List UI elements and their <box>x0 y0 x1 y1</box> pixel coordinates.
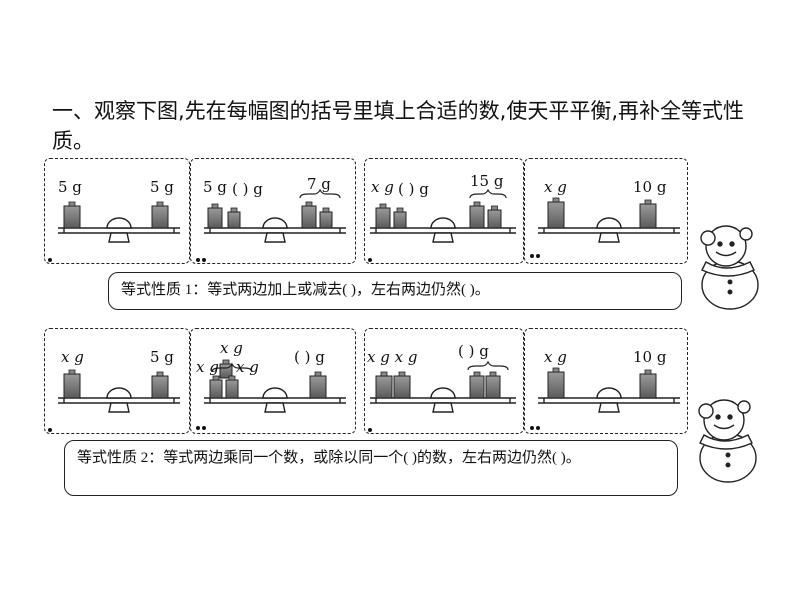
weight-block-icon <box>225 375 239 399</box>
weight-block-icon <box>301 201 317 229</box>
blank-label: ( ) g <box>398 180 429 198</box>
balance-scale-icon <box>204 387 346 413</box>
weight-block-icon <box>487 205 502 229</box>
weight-label: x g <box>196 358 219 376</box>
balance-scale-icon <box>370 387 516 413</box>
weight-block-icon <box>547 367 565 399</box>
weight-block-icon <box>639 199 657 229</box>
weight-label: x g x g <box>367 348 418 366</box>
panel-row1-1 <box>44 158 190 264</box>
dot-marker <box>536 254 540 258</box>
dot-marker <box>536 426 540 430</box>
weight-label: 5 g <box>150 348 174 366</box>
balance-scale-icon <box>58 217 180 243</box>
weight-label: x g <box>544 178 567 196</box>
weight-label: 5 g <box>203 178 227 196</box>
panel-row1-3 <box>364 158 524 264</box>
weight-block-icon <box>469 201 485 229</box>
weight-block-icon <box>639 369 657 399</box>
weight-block-icon <box>319 207 333 229</box>
balance-scale-icon <box>204 217 346 243</box>
weight-block-icon <box>393 371 411 399</box>
exercise-title: 一、观察下图,先在每幅图的括号里填上合适的数,使天平平衡,再补全等式性质。 <box>52 99 745 153</box>
weight-label: x g <box>220 339 243 357</box>
dot-marker <box>530 254 534 258</box>
balance-scale-icon <box>58 387 180 413</box>
weight-label: x g <box>61 348 84 366</box>
weight-block-icon <box>469 371 485 399</box>
weight-block-icon <box>547 197 565 229</box>
dot-marker <box>202 426 206 430</box>
dot-marker <box>368 258 372 262</box>
weight-block-icon <box>209 375 223 399</box>
weight-label: 5 g <box>58 178 82 196</box>
weight-label: x g <box>544 348 567 366</box>
panel-row2-3 <box>364 328 524 434</box>
weight-label: 7 g <box>307 175 331 193</box>
weight-block-icon <box>375 371 393 399</box>
weight-block-icon <box>485 371 501 399</box>
weight-label: 10 g <box>633 178 667 196</box>
dot-marker <box>196 426 200 430</box>
weight-block-icon <box>375 203 391 229</box>
dot-marker <box>196 258 200 262</box>
dot-marker <box>368 428 372 432</box>
weight-block-icon <box>393 207 407 229</box>
weight-label: 5 g <box>150 178 174 196</box>
weight-label: 15 g <box>470 172 504 190</box>
snowman-icon <box>698 399 757 483</box>
weight-label: x g <box>236 358 259 376</box>
equation-property-2: 等式性质 2：等式两边乘同一个数，或除以同一个( )的数，左右两边仍然( )。 <box>64 440 678 496</box>
blank-label: ( ) g <box>458 342 489 360</box>
weight-block-icon <box>309 371 327 399</box>
weight-block-icon <box>207 203 223 229</box>
panel-row2-1 <box>44 328 190 434</box>
panel-row1-4 <box>524 158 688 264</box>
dot-marker <box>530 426 534 430</box>
weight-label: x g <box>371 178 394 196</box>
panel-row2-4 <box>524 328 688 434</box>
equation-property-1: 等式性质 1：等式两边加上或减去( )，左右两边仍然( )。 <box>108 272 682 310</box>
panel-row2-2 <box>190 328 356 434</box>
balance-scale-icon <box>538 387 680 413</box>
weight-block-icon <box>151 371 169 399</box>
dot-marker <box>202 258 206 262</box>
dot-marker <box>48 258 52 262</box>
weight-block-icon <box>63 201 81 229</box>
blank-label: ( ) g <box>232 180 263 198</box>
snowman-icon <box>700 225 759 310</box>
blank-label: ( ) g <box>294 348 325 366</box>
weight-label: 10 g <box>633 348 667 366</box>
weight-block-icon <box>151 201 169 229</box>
weight-block-icon <box>63 369 81 399</box>
dot-marker <box>48 428 52 432</box>
weight-block-icon <box>219 359 233 379</box>
weight-block-icon <box>227 207 241 229</box>
panel-row1-2 <box>190 158 356 264</box>
